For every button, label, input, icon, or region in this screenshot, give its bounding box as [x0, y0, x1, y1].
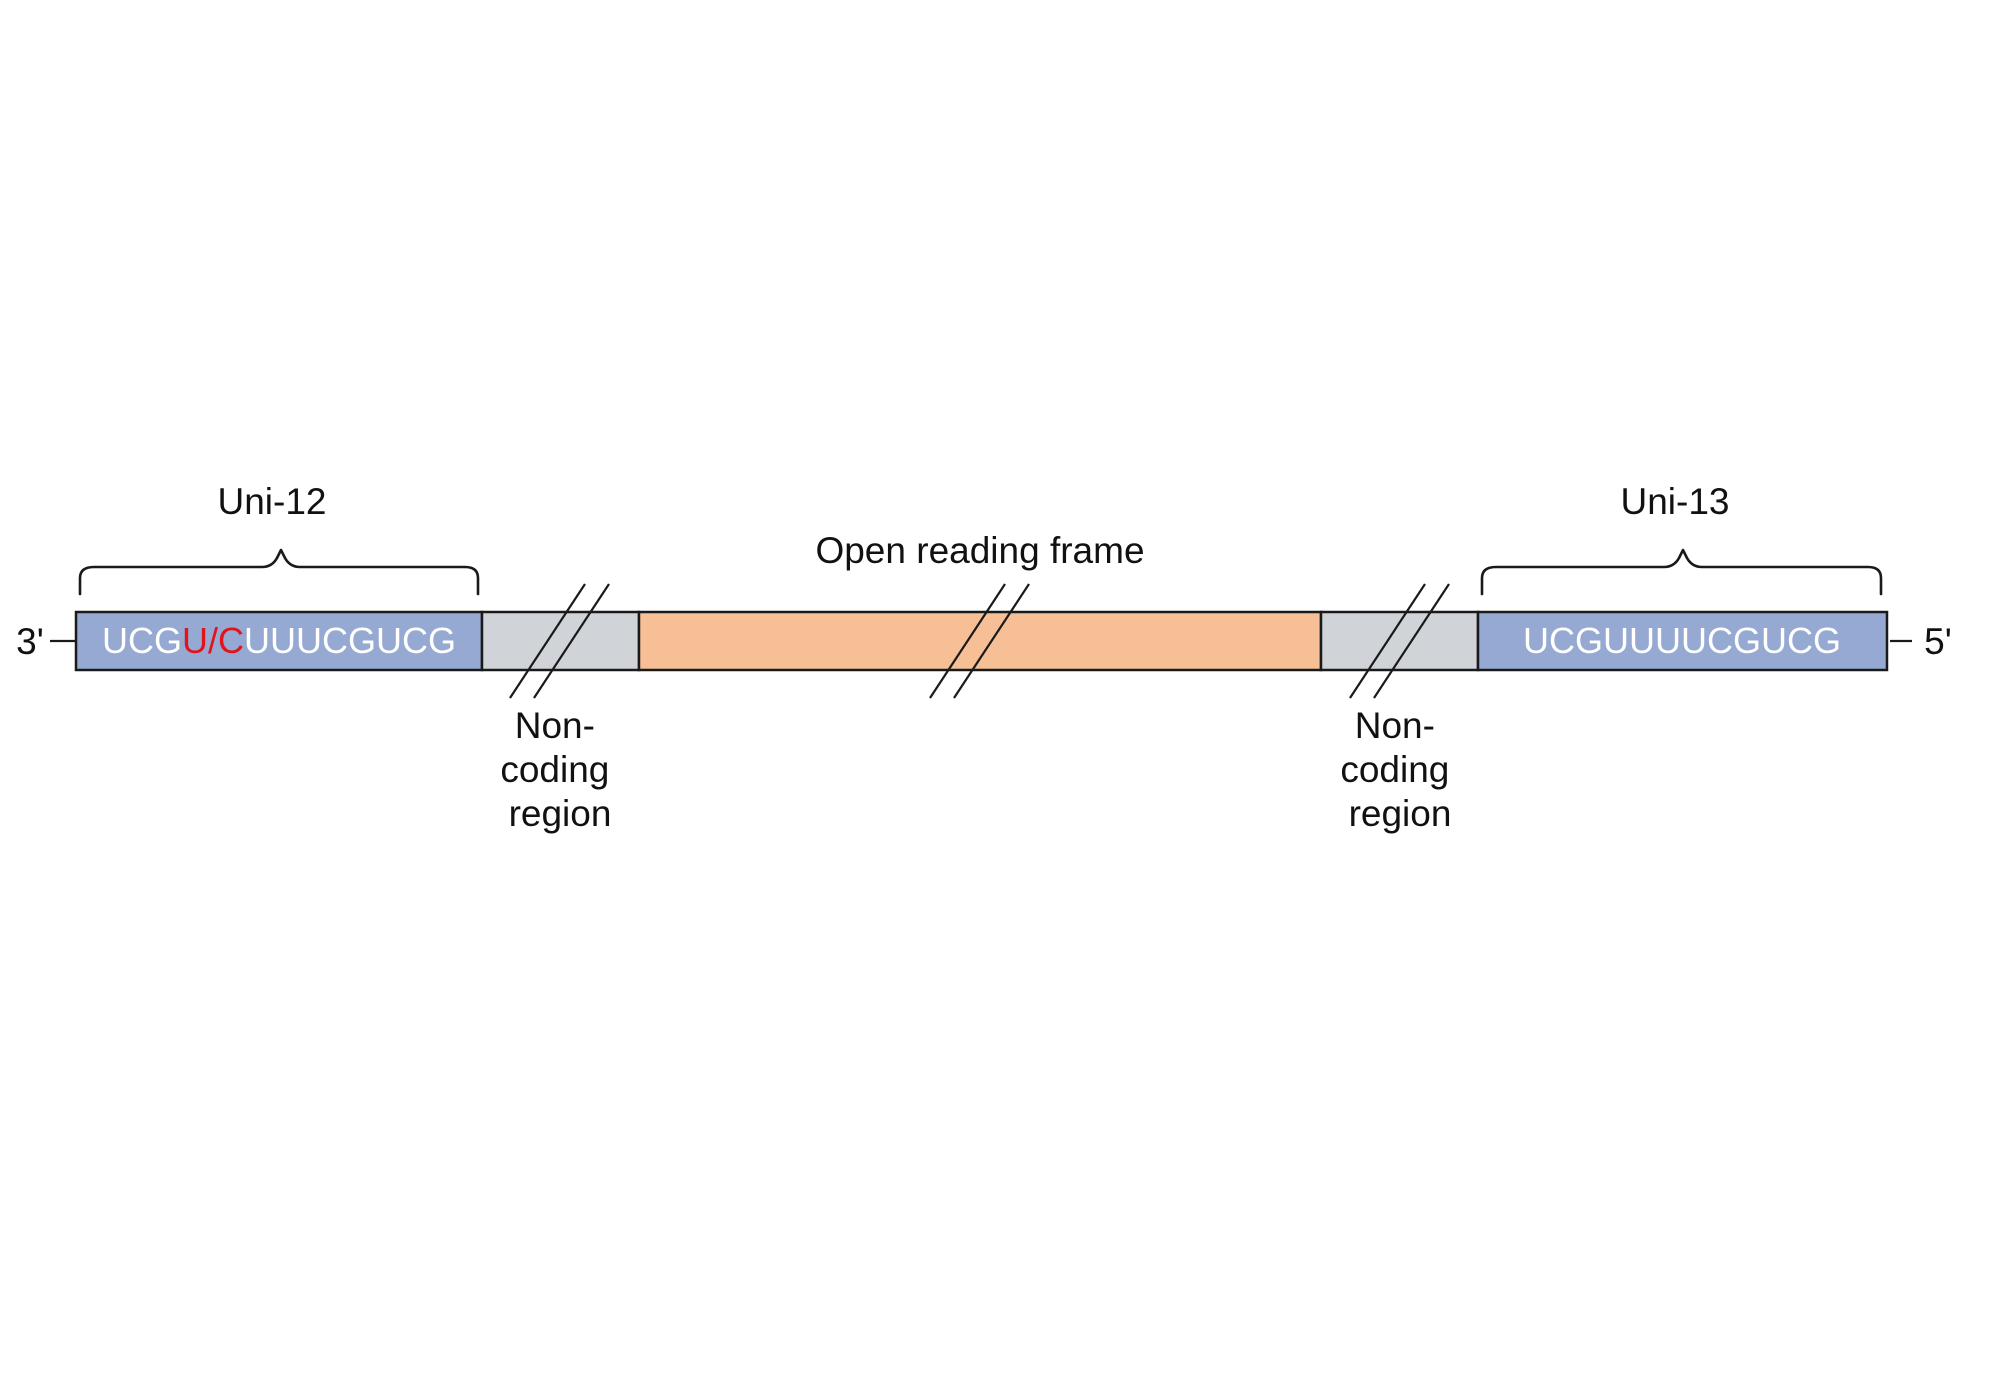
three-prime-label: 3' [16, 621, 44, 662]
noncoding-label-left: Non- coding region [500, 705, 619, 834]
uni12-variant-site: U/C [182, 620, 244, 661]
uni12-brace [78, 548, 480, 596]
break-mark-left [509, 583, 610, 699]
break-mark-orf [929, 583, 1030, 699]
uni13-region [1476, 610, 1889, 672]
noncoding-region-right [1319, 610, 1480, 672]
five-prime-label: 5' [1924, 621, 1952, 662]
uni12-sequence-prefix: UCG [102, 620, 182, 661]
noncoding-label-right-line1: Non- [1355, 705, 1435, 746]
noncoding-label-left-line2: coding [500, 749, 609, 790]
noncoding-label-right-line2: coding [1340, 749, 1449, 790]
noncoding-label-right-line3: region [1349, 793, 1452, 834]
uni12-sequence: UCGU/CUUUCGUCG [102, 620, 456, 661]
noncoding-label-left-line1: Non- [515, 705, 595, 746]
noncoding-label-right: Non- coding region [1340, 705, 1459, 834]
orf-label: Open reading frame [815, 530, 1144, 571]
uni13-brace [1480, 548, 1883, 596]
noncoding-label-left-line3: region [509, 793, 612, 834]
uni13-label: Uni-13 [1621, 481, 1730, 522]
uni13-sequence: UCGUUUUCGUCG [1523, 620, 1841, 661]
uni12-sequence-suffix: UUUCGUCG [244, 620, 456, 661]
uni12-label: Uni-12 [218, 481, 327, 522]
break-mark-right [1349, 583, 1450, 699]
